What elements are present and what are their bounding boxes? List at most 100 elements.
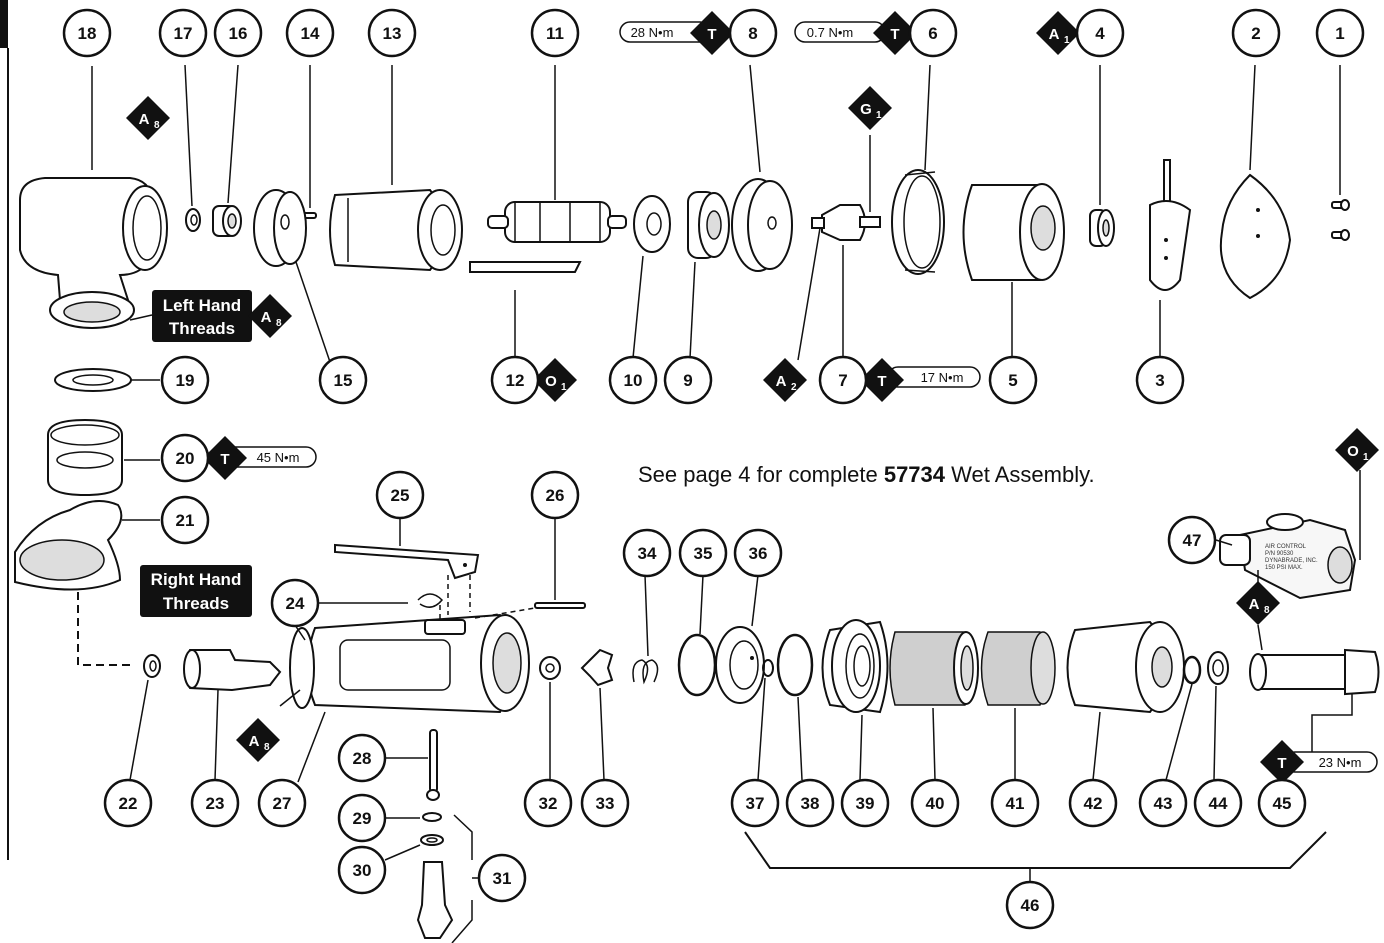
callout-13: 13: [367, 8, 417, 58]
right-hand-threads-label: Right Hand Threads: [140, 565, 252, 617]
callout-27: 27: [257, 778, 307, 828]
part-33-inlet: [580, 648, 614, 781]
callout-2-number: 2: [1251, 24, 1260, 43]
diamond-A8-45-subscript: 8: [1264, 605, 1270, 616]
callout-17-number: 17: [174, 24, 193, 43]
callout-20-number: 20: [176, 449, 195, 468]
callout-22: 22: [103, 778, 153, 828]
callout-34-number: 34: [638, 544, 657, 563]
plate-line-2: P/N 90530: [1265, 551, 1294, 557]
part-35-o-ring: [677, 574, 717, 697]
part-31-valve-assembly: [416, 814, 478, 943]
callout-8: 8: [728, 8, 778, 58]
diamond-A8-27-letter: A: [249, 733, 260, 750]
note-suffix: Wet Assembly.: [945, 462, 1095, 487]
part-41-silencer: [980, 631, 1056, 780]
callout-43-number: 43: [1154, 794, 1173, 813]
callout-34: 34: [622, 528, 672, 578]
diamond-A8-45-letter: A: [1249, 596, 1260, 613]
callout-18-number: 18: [78, 24, 97, 43]
callout-35-number: 35: [694, 544, 713, 563]
svg-text:17 N•m: 17 N•m: [921, 370, 964, 385]
callout-47-number: 47: [1183, 531, 1202, 550]
callout-36-number: 36: [749, 544, 768, 563]
part-14-pin: [301, 65, 317, 219]
part-47-air-control: AIR CONTROL P/N 90530 DYNABRADE, INC. 15…: [1215, 470, 1361, 600]
diamond-A1-4-letter: A: [1049, 26, 1060, 43]
callout-35: 35: [678, 528, 728, 578]
callout-4: 4: [1075, 8, 1125, 58]
callout-21: 21: [160, 495, 210, 545]
part-30-o-ring: [384, 834, 444, 861]
callout-10-number: 10: [624, 371, 643, 390]
callout-12: 12: [490, 355, 540, 405]
callout-42: 42: [1068, 778, 1118, 828]
callout-23-number: 23: [206, 794, 225, 813]
callout-3: 3: [1135, 355, 1185, 405]
callout-19: 19: [160, 355, 210, 405]
callout-6: 6: [908, 8, 958, 58]
diamond-T-7: T: [860, 358, 904, 402]
part-1-screws: [1331, 65, 1350, 241]
diamond-A2-7-subscript: 2: [791, 382, 797, 393]
callout-45: 45: [1257, 778, 1307, 828]
callout-15: 15: [318, 355, 368, 405]
part-23-spindle: [183, 649, 282, 781]
callout-42-number: 42: [1084, 794, 1103, 813]
part-40-silencer: [889, 631, 979, 781]
diamond-T-6: T: [873, 11, 917, 55]
diamond-T-20: T: [203, 436, 247, 480]
svg-text:Left Hand: Left Hand: [163, 296, 241, 315]
callout-44: 44: [1193, 778, 1243, 828]
diamond-O1-47-letter: O: [1347, 443, 1359, 460]
page-edge-tab: [0, 0, 8, 48]
callout-14: 14: [285, 8, 335, 58]
part-24-retaining-clip: [318, 593, 444, 622]
callout-16: 16: [213, 8, 263, 58]
part-21-collar: [14, 500, 160, 666]
callout-46-number: 46: [1021, 896, 1040, 915]
svg-text:23 N•m: 23 N•m: [1319, 755, 1362, 770]
callout-32: 32: [523, 778, 573, 828]
callout-25: 25: [375, 470, 425, 520]
callout-26-number: 26: [546, 486, 565, 505]
diamond-A2-7-letter: A: [776, 373, 787, 390]
part-20-lock-ring: [47, 418, 160, 497]
diamond-G1-7-subscript: 1: [876, 110, 882, 121]
svg-text:Right Hand: Right Hand: [151, 570, 242, 589]
callout-22-number: 22: [119, 794, 138, 813]
callout-27-number: 27: [273, 794, 292, 813]
callout-16-number: 16: [229, 24, 248, 43]
callout-7: 7: [818, 355, 868, 405]
callout-13-number: 13: [383, 24, 402, 43]
callout-33: 33: [580, 778, 630, 828]
callout-24-number: 24: [286, 594, 305, 613]
callout-8-number: 8: [748, 24, 757, 43]
part-19-shim: [54, 368, 160, 392]
part-12-blades: [469, 261, 582, 358]
svg-text:Threads: Threads: [163, 594, 229, 613]
part-38-o-ring: [776, 633, 814, 781]
diamond-T-8: T: [690, 11, 734, 55]
callout-15-number: 15: [334, 371, 353, 390]
svg-text:See page 4 for complete 57734: See page 4 for complete 57734 Wet Assemb…: [638, 462, 1095, 487]
callout-30-number: 30: [353, 861, 372, 880]
callout-2: 2: [1231, 8, 1281, 58]
callout-11: 11: [530, 8, 580, 58]
diamond-A1-4-subscript: 1: [1064, 35, 1070, 46]
diamond-T-20-letter: T: [220, 451, 229, 468]
callout-1: 1: [1315, 8, 1365, 58]
callout-28-number: 28: [353, 749, 372, 768]
part-43-o-ring: [1165, 655, 1202, 781]
part-11-rotor: [487, 65, 627, 243]
part-36-adapter: [715, 574, 765, 704]
diamond-O1-12-subscript: 1: [561, 382, 567, 393]
part-5-motor-housing: [962, 183, 1065, 358]
part-45-inlet-bushing: [1249, 648, 1380, 760]
